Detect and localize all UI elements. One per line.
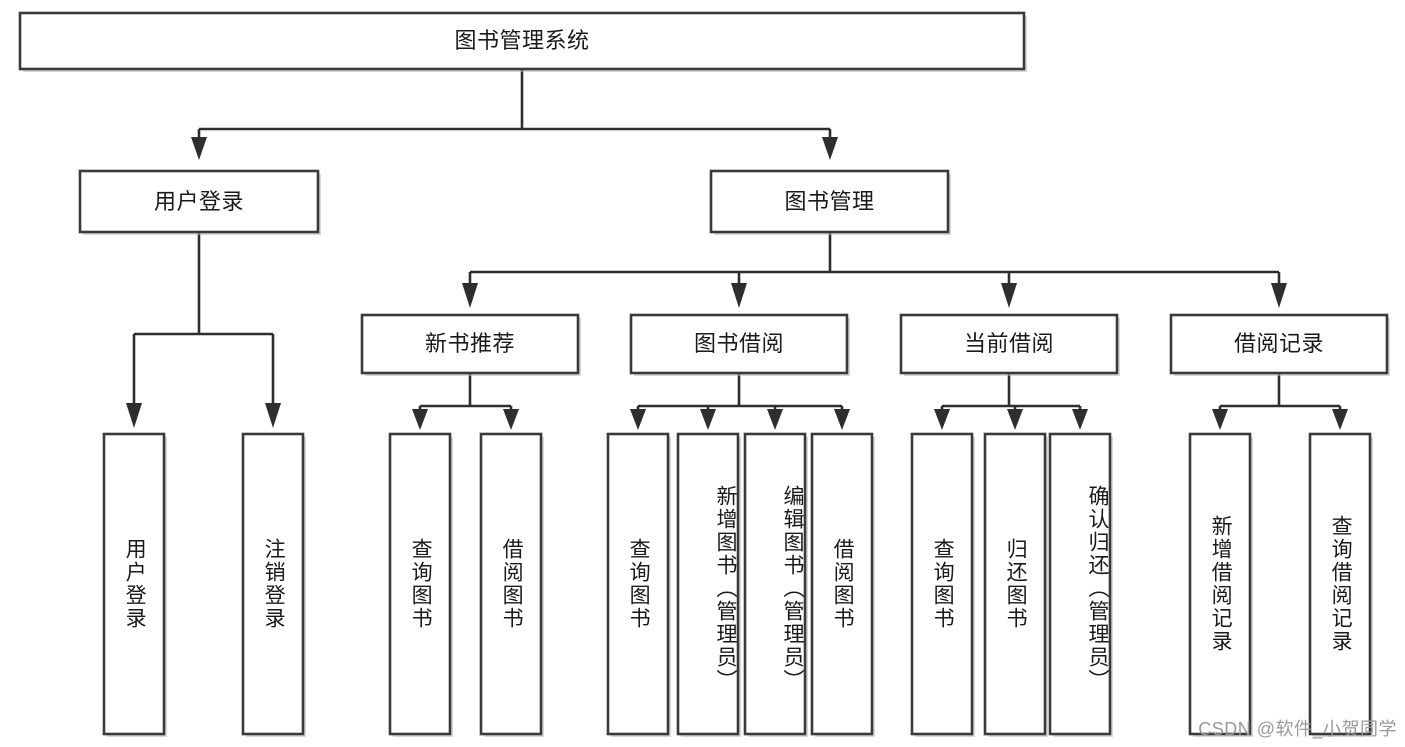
arrow-head-borrow-record [1271, 283, 1287, 308]
box-leaf-borrow-book-2[interactable] [810, 432, 874, 736]
connector-group-root-to-level2 [191, 69, 838, 160]
box-leaf-confirm-return[interactable] [1048, 432, 1112, 736]
arrow-head-book-borrow [731, 283, 747, 308]
box-book-manage[interactable] [709, 169, 950, 234]
arrow-head-leaf-logout [265, 403, 281, 428]
arrow-head-leaf-return-book [1007, 409, 1023, 430]
arrow-head-current-borrow [1001, 283, 1017, 308]
box-leaf-user-login[interactable] [102, 432, 166, 736]
arrow-head-user-login [191, 137, 207, 160]
arrow-head-leaf-query-record [1332, 409, 1348, 430]
box-user-login[interactable] [78, 169, 320, 234]
node-boxes [18, 11, 1390, 737]
box-leaf-add-book[interactable] [676, 432, 740, 736]
box-leaf-query-book-1[interactable] [388, 432, 452, 736]
connector-group-user-login-to-leaves [126, 232, 281, 428]
connector-group-new-book-recommend-to-leaves [412, 373, 519, 430]
arrow-head-leaf-query-book-1 [412, 409, 428, 430]
box-leaf-borrow-book-1[interactable] [479, 432, 543, 736]
box-borrow-record[interactable] [1169, 313, 1389, 375]
connector-group-current-borrow-to-leaves [934, 373, 1088, 430]
box-leaf-edit-book[interactable] [743, 432, 807, 736]
connector-group-book-borrow-to-leaves [630, 373, 850, 430]
arrow-head-leaf-add-record [1212, 409, 1228, 430]
box-leaf-query-book-3[interactable] [910, 432, 974, 736]
arrow-head-book-manage [822, 137, 838, 160]
arrow-head-leaf-borrow-book-2 [834, 409, 850, 430]
box-leaf-return-book[interactable] [983, 432, 1047, 736]
box-leaf-query-record[interactable] [1308, 432, 1372, 736]
arrow-head-leaf-query-book-2 [630, 409, 646, 430]
arrow-head-leaf-user-login [126, 403, 142, 428]
box-new-book-recommend[interactable] [360, 313, 580, 375]
arrow-head-leaf-add-book [700, 409, 716, 430]
box-root[interactable] [18, 11, 1026, 71]
arrow-head-leaf-query-book-3 [934, 409, 950, 430]
box-leaf-logout[interactable] [241, 432, 305, 736]
box-current-borrow[interactable] [899, 313, 1119, 375]
arrow-head-leaf-edit-book [767, 409, 783, 430]
arrow-head-leaf-borrow-book-1 [503, 409, 519, 430]
watermark-text: CSDN @软件_小贺同学 [1198, 719, 1397, 739]
box-book-borrow[interactable] [629, 313, 849, 375]
box-leaf-query-book-2[interactable] [606, 432, 670, 736]
box-leaf-add-record[interactable] [1188, 432, 1252, 736]
connector-group-book-manage-to-level3 [462, 232, 1287, 308]
connector-group-borrow-record-to-leaves [1212, 373, 1348, 430]
arrow-head-leaf-confirm-return [1072, 409, 1088, 430]
arrow-head-new-book-recommend [462, 283, 478, 308]
